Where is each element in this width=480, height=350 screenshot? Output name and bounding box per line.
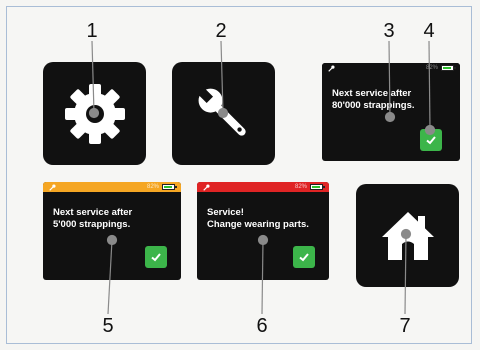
confirm-button[interactable] bbox=[293, 246, 315, 268]
home-icon bbox=[381, 211, 434, 260]
figure-frame bbox=[6, 6, 472, 344]
checkmark-icon bbox=[426, 136, 436, 145]
status-bar: 82% bbox=[322, 63, 460, 73]
confirm-button[interactable] bbox=[420, 129, 442, 151]
message-line-1: Next service after bbox=[53, 207, 133, 218]
checkmark-icon bbox=[299, 253, 309, 262]
battery-percent: 82% bbox=[294, 184, 307, 190]
wrench-icon bbox=[49, 183, 56, 191]
callout-3: 3 bbox=[383, 20, 395, 42]
battery-percent: 82% bbox=[146, 184, 159, 190]
settings-tile[interactable] bbox=[43, 62, 146, 165]
callout-6: 6 bbox=[256, 315, 268, 337]
callout-2: 2 bbox=[215, 20, 227, 42]
gear-icon bbox=[64, 83, 125, 144]
service-info-screen: 82% Next service after 80'000 strappings… bbox=[322, 63, 460, 161]
message-line-1: Next service after bbox=[332, 88, 412, 99]
wrench-icon bbox=[328, 64, 335, 72]
callout-1: 1 bbox=[86, 20, 98, 42]
battery-percent: 82% bbox=[425, 65, 438, 71]
checkmark-icon bbox=[151, 253, 161, 262]
battery-icon bbox=[162, 184, 177, 190]
message-line-2: Change wearing parts. bbox=[207, 219, 309, 230]
service-warning-screen: 82% Next service after 5'000 strappings. bbox=[43, 182, 181, 280]
status-bar-warning: 82% bbox=[43, 182, 181, 192]
tools-tile[interactable] bbox=[172, 62, 275, 165]
wrench-icon bbox=[196, 86, 246, 136]
wrench-icon bbox=[203, 183, 210, 191]
message-line-2: 80'000 strappings. bbox=[332, 100, 415, 111]
home-tile[interactable] bbox=[356, 184, 459, 287]
confirm-button[interactable] bbox=[145, 246, 167, 268]
service-alert-screen: 82% Service! Change wearing parts. bbox=[197, 182, 329, 280]
message-line-1: Service! bbox=[207, 207, 244, 218]
battery-icon bbox=[441, 65, 456, 71]
battery-icon bbox=[310, 184, 325, 190]
message-line-2: 5'000 strappings. bbox=[53, 219, 131, 230]
callout-7: 7 bbox=[399, 315, 411, 337]
status-bar-alert: 82% bbox=[197, 182, 329, 192]
callout-5: 5 bbox=[102, 315, 114, 337]
callout-4: 4 bbox=[423, 20, 435, 42]
